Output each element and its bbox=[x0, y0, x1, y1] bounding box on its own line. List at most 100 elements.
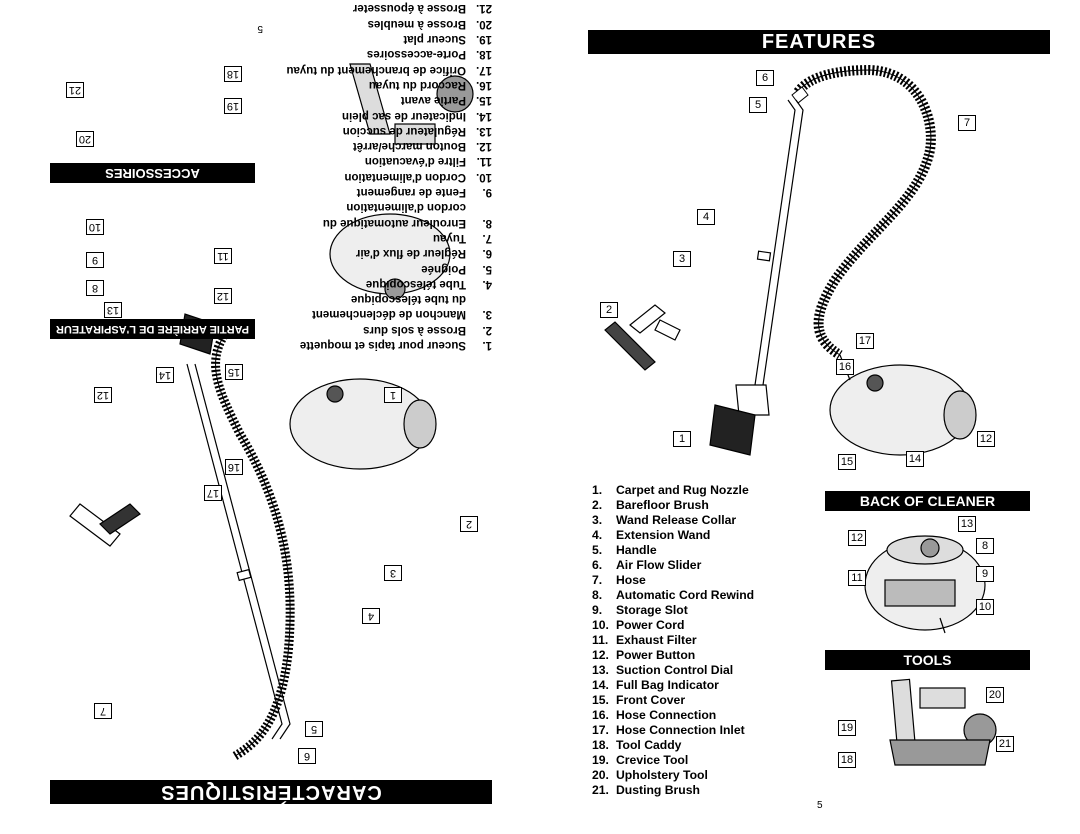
french-callout: 2 bbox=[460, 516, 478, 532]
list-item: 8.Automatic Cord Rewind bbox=[592, 588, 755, 602]
callout-hose-connection: 16 bbox=[836, 359, 854, 375]
french-callout: 19 bbox=[224, 98, 242, 114]
french-back-banner: PARTIE ARRIÈRE DE L'ASPIRATEUR bbox=[50, 319, 255, 339]
callout-wand-release-collar: 3 bbox=[673, 251, 691, 267]
french-canister-icon bbox=[289, 378, 437, 470]
list-item: 16.Hose Connection bbox=[592, 708, 717, 722]
barefloor-brush-icon bbox=[604, 304, 681, 371]
callout-back-cord-rewind: 8 bbox=[976, 538, 994, 554]
french-tools-banner: ACCESSOIRES bbox=[50, 163, 255, 183]
french-features-list: 1.Suceur pour tapis et moquette 2.Brosse… bbox=[286, 0, 492, 352]
list-item: 2.Barefloor Brush bbox=[592, 498, 709, 512]
callout-handle: 5 bbox=[749, 97, 767, 113]
callout-extension-wand: 4 bbox=[697, 209, 715, 225]
list-item: 14.Full Bag Indicator bbox=[592, 678, 719, 692]
hose-icon bbox=[791, 64, 936, 360]
french-tools-icon bbox=[349, 63, 474, 145]
list-item: 16.Raccord du tuyau bbox=[368, 78, 492, 91]
french-callout: 13 bbox=[104, 302, 122, 318]
french-page-rotated: CARACTÉRISTIQUES bbox=[50, 0, 492, 804]
callout-back-suction-dial: 13 bbox=[958, 516, 976, 532]
callout-hose-air-flow-slider: 6 bbox=[756, 70, 774, 86]
list-item: 1.Suceur pour tapis et moquette bbox=[299, 339, 492, 351]
french-page: CARACTÉRISTIQUES bbox=[50, 0, 492, 804]
callout-back-exhaust-filter: 11 bbox=[848, 570, 866, 586]
english-vacuum-illustration bbox=[604, 64, 997, 766]
list-item: 11.Exhaust Filter bbox=[592, 633, 697, 647]
french-callout: 12 bbox=[94, 387, 112, 403]
list-item: 5.Poignée bbox=[421, 262, 492, 275]
list-item: 19.Suceur plat bbox=[403, 33, 492, 46]
french-callout: 14 bbox=[156, 367, 174, 383]
french-callout: 3 bbox=[384, 565, 402, 581]
english-title-banner: FEATURES bbox=[588, 30, 1050, 54]
french-callout: 1 bbox=[384, 387, 402, 403]
back-of-cleaner-banner: BACK OF CLEANER bbox=[825, 491, 1030, 511]
callout-upholstery-tool: 20 bbox=[986, 687, 1004, 703]
list-item: 1.Carpet and Rug Nozzle bbox=[592, 483, 749, 497]
french-callout: 21 bbox=[66, 82, 84, 98]
callout-tool-caddy: 18 bbox=[838, 752, 856, 768]
list-item: 4.Tube télescopique bbox=[365, 277, 492, 290]
list-item: 10.Cordon d'alimentation bbox=[344, 170, 492, 183]
french-back-title: PARTIE ARRIÈRE DE L'ASPIRATEUR bbox=[55, 323, 250, 335]
list-item: 12.Bouton marche/arrêt bbox=[352, 140, 492, 153]
list-item: 2.Brosse à sols durs bbox=[363, 323, 492, 336]
callout-barefloor-brush: 2 bbox=[600, 302, 618, 318]
list-item: 18.Tool Caddy bbox=[592, 738, 682, 752]
list-item: 15.Front Cover bbox=[592, 693, 686, 707]
french-page-number: 5 bbox=[257, 23, 263, 34]
list-item: 17.Orifice de branchement du tuyau bbox=[286, 63, 492, 76]
list-item: 18.Porte-accessoires bbox=[366, 48, 492, 61]
french-callout: 9 bbox=[86, 252, 104, 268]
list-item: 19.Crevice Tool bbox=[592, 753, 689, 767]
list-item: 5.Handle bbox=[592, 543, 657, 557]
list-item: 11.Filtre d'évacuation bbox=[364, 155, 492, 168]
callout-back-storage-slot: 9 bbox=[976, 566, 994, 582]
french-callout: 7 bbox=[94, 703, 112, 719]
canister-icon bbox=[829, 354, 977, 456]
list-item: 3.Wand Release Collar bbox=[592, 513, 737, 527]
french-barefloor-brush-icon bbox=[69, 503, 141, 547]
page-number: 5 bbox=[817, 800, 823, 811]
list-item: 6.Air Flow Slider bbox=[592, 558, 702, 572]
list-item: 21.Brosse à épousseter bbox=[352, 2, 492, 15]
list-item: 14.Indicateur de sac plein bbox=[342, 109, 492, 122]
french-callout: 10 bbox=[86, 219, 104, 235]
list-item: 13.Régulateur de succion bbox=[342, 124, 492, 137]
callout-hose-connection-inlet: 17 bbox=[856, 333, 874, 349]
french-callout: 18 bbox=[224, 66, 242, 82]
callout-power-button: 12 bbox=[977, 431, 995, 447]
list-item: 20.Upholstery Tool bbox=[592, 768, 708, 782]
list-item: 7.Tuyau bbox=[432, 231, 492, 244]
list-item: 15.Partie avant bbox=[400, 94, 492, 107]
french-callout: 8 bbox=[86, 280, 104, 296]
french-hose-icon bbox=[211, 331, 295, 760]
english-title: FEATURES bbox=[761, 31, 877, 53]
callout-crevice-tool: 19 bbox=[838, 720, 856, 736]
back-of-cleaner-title: BACK OF CLEANER bbox=[859, 493, 996, 509]
tools-banner: TOOLS bbox=[825, 650, 1030, 670]
callout-full-bag-indicator: 14 bbox=[906, 451, 924, 467]
french-callout: 15 bbox=[225, 364, 243, 380]
list-item: 4.Extension Wand bbox=[592, 528, 711, 542]
list-item: 17.Hose Connection Inlet bbox=[592, 723, 745, 737]
list-item: 12.Power Button bbox=[592, 648, 696, 662]
french-back-of-cleaner-icon bbox=[329, 213, 451, 300]
tools-title: TOOLS bbox=[903, 652, 952, 668]
callout-front-cover: 15 bbox=[838, 454, 856, 470]
back-of-cleaner-icon bbox=[864, 535, 986, 634]
wand-icon bbox=[709, 99, 804, 456]
list-item: 9.Storage Slot bbox=[592, 603, 688, 617]
list-item: 13.Suction Control Dial bbox=[592, 663, 734, 677]
list-item: 10.Power Cord bbox=[592, 618, 685, 632]
list-item: 7.Hose bbox=[592, 573, 646, 587]
french-callout: 17 bbox=[204, 485, 222, 501]
callout-back-power-button: 12 bbox=[848, 530, 866, 546]
french-callout: 16 bbox=[225, 459, 243, 475]
callout-hose: 7 bbox=[958, 115, 976, 131]
list-item: 21.Dusting Brush bbox=[592, 783, 700, 797]
french-callout: 11 bbox=[214, 248, 232, 264]
features-list: 1.Carpet and Rug Nozzle 2.Barefloor Brus… bbox=[592, 483, 754, 798]
